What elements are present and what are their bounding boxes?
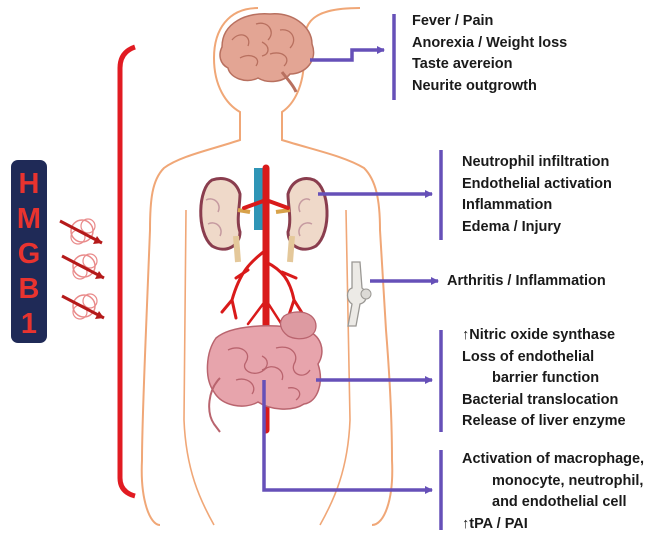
effect-item: Loss of endothelial bbox=[462, 347, 626, 369]
effect-item: Release of liver enzyme bbox=[462, 411, 626, 433]
effect-item: Inflammation bbox=[462, 195, 612, 217]
effect-item: and endothelial cell bbox=[462, 492, 644, 514]
effect-item: barrier function bbox=[462, 368, 626, 390]
effect-item: monocyte, neutrophil, bbox=[462, 471, 644, 493]
effect-item: ↑tPA / PAI bbox=[462, 514, 644, 535]
kidney-effects-list: Neutrophil infiltration Endothelial acti… bbox=[462, 152, 612, 238]
badge-letter: 1 bbox=[11, 308, 47, 340]
gut-effects-list: ↑Nitric oxide synthase Loss of endotheli… bbox=[462, 325, 626, 433]
joint-effects-list: Arthritis / Inflammation bbox=[447, 271, 606, 293]
effect-item: Arthritis / Inflammation bbox=[447, 271, 606, 293]
effect-item: Endothelial activation bbox=[462, 174, 612, 196]
effect-item: ↑Nitric oxide synthase bbox=[462, 325, 626, 347]
badge-letter: M bbox=[11, 203, 47, 235]
effect-item: Activation of macrophage, bbox=[462, 449, 644, 471]
brain-icon bbox=[220, 14, 314, 92]
molecule-arrow-icon bbox=[62, 294, 104, 319]
red-bracket bbox=[120, 47, 135, 496]
knee-joint-icon bbox=[348, 262, 372, 326]
effect-item: Neutrophil infiltration bbox=[462, 152, 612, 174]
hmgb1-badge: H M G B 1 bbox=[11, 160, 47, 343]
badge-letter: B bbox=[11, 273, 47, 305]
effect-item: Fever / Pain bbox=[412, 11, 567, 33]
molecule-arrow-icon bbox=[62, 254, 104, 279]
molecule-arrow-icon bbox=[60, 219, 102, 244]
effect-item: Bacterial translocation bbox=[462, 390, 626, 412]
badge-letter: G bbox=[11, 238, 47, 270]
gut-connector bbox=[316, 330, 441, 432]
brain-effects-list: Fever / Pain Anorexia / Weight loss Tast… bbox=[412, 11, 567, 97]
effect-item: Neurite outgrowth bbox=[412, 76, 567, 98]
blood-effects-list: Activation of macrophage, monocyte, neut… bbox=[462, 449, 644, 535]
effect-item: Anorexia / Weight loss bbox=[412, 33, 567, 55]
effect-item: Taste avereion bbox=[412, 54, 567, 76]
badge-letter: H bbox=[11, 168, 47, 200]
effect-item: Edema / Injury bbox=[462, 217, 612, 239]
brain-connector bbox=[310, 14, 394, 100]
